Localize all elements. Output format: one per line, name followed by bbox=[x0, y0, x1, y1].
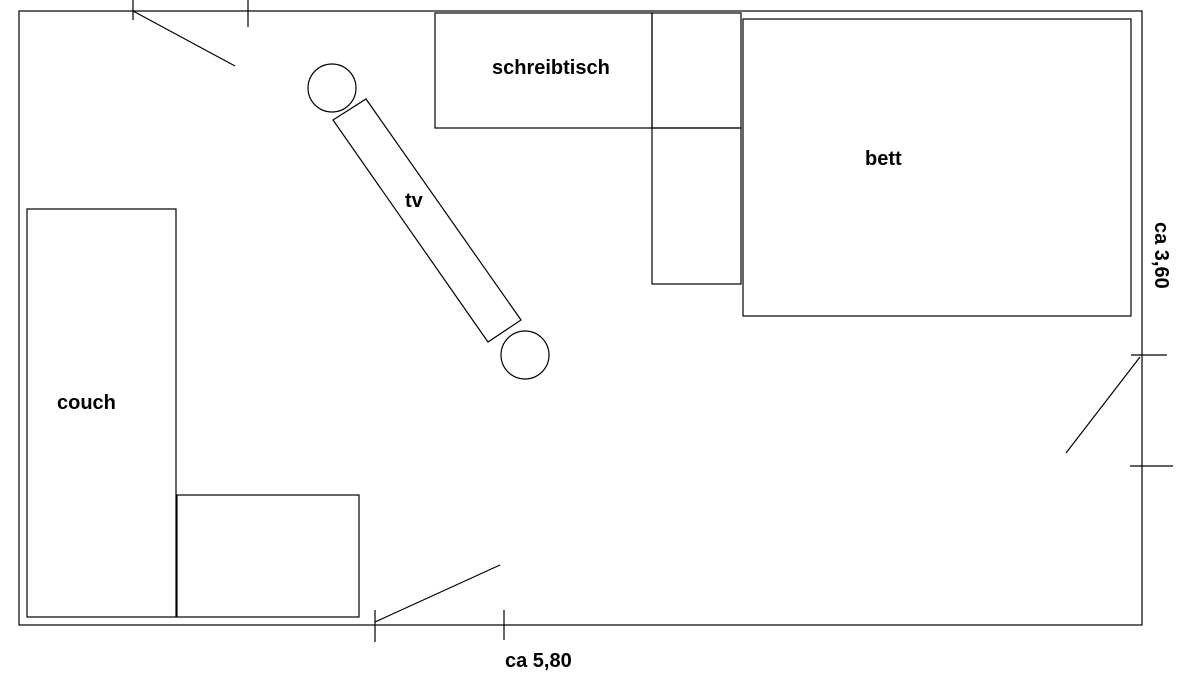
couch-ottoman bbox=[176, 494, 360, 618]
couch bbox=[26, 208, 177, 618]
door-bottom bbox=[374, 564, 505, 642]
door-right bbox=[1065, 354, 1173, 467]
desk-extension-side bbox=[651, 127, 742, 285]
speaker-bottom bbox=[500, 330, 550, 380]
door-top bbox=[132, 0, 249, 67]
desk-label: schreibtisch bbox=[492, 57, 610, 79]
tv-stand bbox=[332, 98, 522, 343]
width-dimension: ca 5,80 bbox=[505, 650, 572, 672]
tv-label: tv bbox=[405, 190, 424, 212]
bed bbox=[742, 18, 1132, 317]
speaker-top bbox=[307, 63, 357, 113]
room-outline bbox=[18, 10, 1143, 626]
height-dimension: ca 3,60 bbox=[1150, 222, 1172, 289]
bed-label: bett bbox=[865, 148, 902, 170]
desk-extension-top bbox=[651, 12, 742, 129]
couch-label: couch bbox=[57, 392, 116, 414]
